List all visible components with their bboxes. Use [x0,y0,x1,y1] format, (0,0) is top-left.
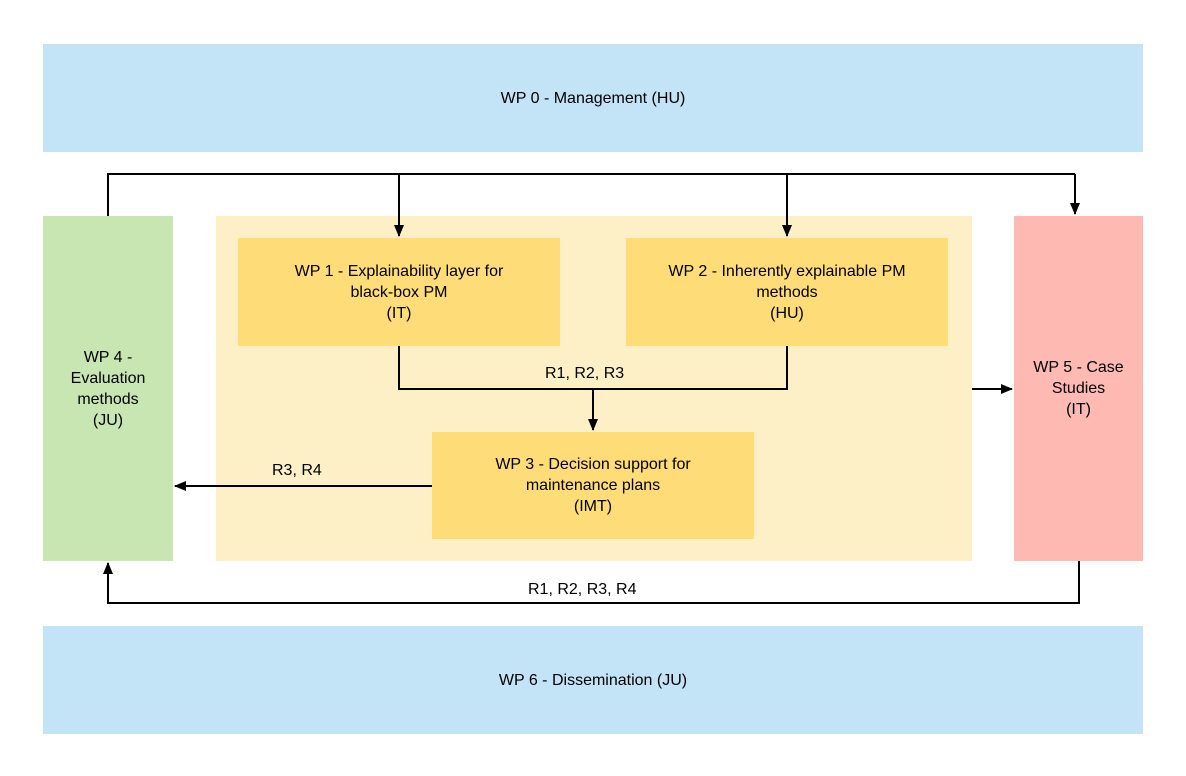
top-connector-line [107,173,1075,216]
wp0-management-box: WP 0 - Management (HU) [43,44,1143,152]
wp3-box: WP 3 - Decision support for maintenance … [432,432,754,539]
wp4-box: WP 4 - Evaluation methods (JU) [43,216,173,561]
arrow-wp5-to-wp4 [103,561,1080,604]
edge-label-r1-r2-r3-r4: R1, R2, R3, R4 [528,581,637,598]
edge-label-r3-r4: R3, R4 [272,462,322,479]
edge-label-r1-r2-r3: R1, R2, R3 [545,365,625,382]
wp1-label: WP 1 - Explainability layer for black-bo… [294,262,504,322]
wp2-box: WP 2 - Inherently explainable PM methods… [626,238,948,346]
wp5-box: WP 5 - Case Studies (IT) [1014,216,1143,561]
wp1-box: WP 1 - Explainability layer for black-bo… [238,238,560,346]
wp2-label: WP 2 - Inherently explainable PM methods… [668,262,906,322]
wp3-label: WP 3 - Decision support for maintenance … [495,456,691,515]
wp6-label: WP 6 - Dissemination (JU) [498,671,688,689]
wp0-label: WP 0 - Management (HU) [500,89,686,107]
wp4-label: WP 4 - Evaluation methods (JU) [70,348,146,429]
wp6-dissemination-box: WP 6 - Dissemination (JU) [43,626,1143,734]
wp5-label: WP 5 - Case Studies (IT) [1033,359,1124,418]
